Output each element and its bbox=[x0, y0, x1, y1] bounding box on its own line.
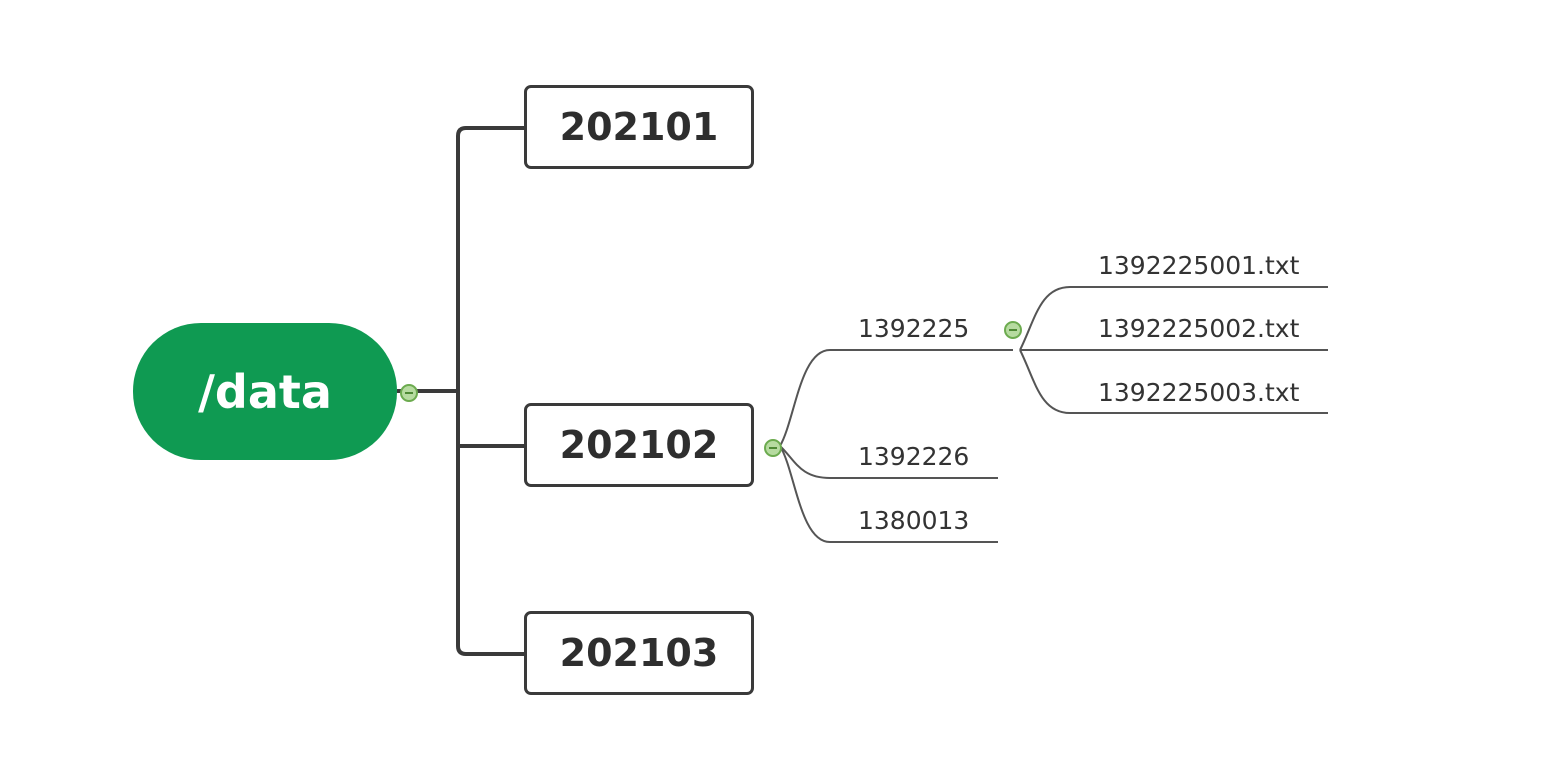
collapse-toggle-icon[interactable] bbox=[400, 384, 418, 402]
file-1392225003[interactable]: 1392225003.txt bbox=[1098, 378, 1300, 407]
connector-1392225-001 bbox=[1019, 286, 1328, 351]
file-1392225001[interactable]: 1392225001.txt bbox=[1098, 251, 1300, 280]
node-label: 202102 bbox=[559, 423, 719, 467]
node-1392225[interactable]: 1392225 bbox=[858, 314, 970, 343]
root-node[interactable]: /data bbox=[133, 323, 397, 460]
connector-202102-1392226 bbox=[779, 445, 998, 479]
connector-1392225-003 bbox=[1019, 349, 1328, 414]
collapse-toggle-icon[interactable] bbox=[764, 439, 782, 457]
node-label: 202101 bbox=[559, 105, 719, 149]
file-1392225002[interactable]: 1392225002.txt bbox=[1098, 314, 1300, 343]
connector-202102-1392225 bbox=[779, 349, 1013, 447]
node-202101[interactable]: 202101 bbox=[524, 85, 754, 169]
node-1380013[interactable]: 1380013 bbox=[858, 506, 970, 535]
collapse-toggle-icon[interactable] bbox=[1004, 321, 1022, 339]
node-202103[interactable]: 202103 bbox=[524, 611, 754, 695]
root-label: /data bbox=[198, 364, 332, 419]
node-label: 202103 bbox=[559, 631, 719, 675]
connector-trunk-vertical bbox=[456, 126, 524, 656]
connector-202102-1380013 bbox=[779, 445, 998, 543]
node-202102[interactable]: 202102 bbox=[524, 403, 754, 487]
node-1392226[interactable]: 1392226 bbox=[858, 442, 970, 471]
